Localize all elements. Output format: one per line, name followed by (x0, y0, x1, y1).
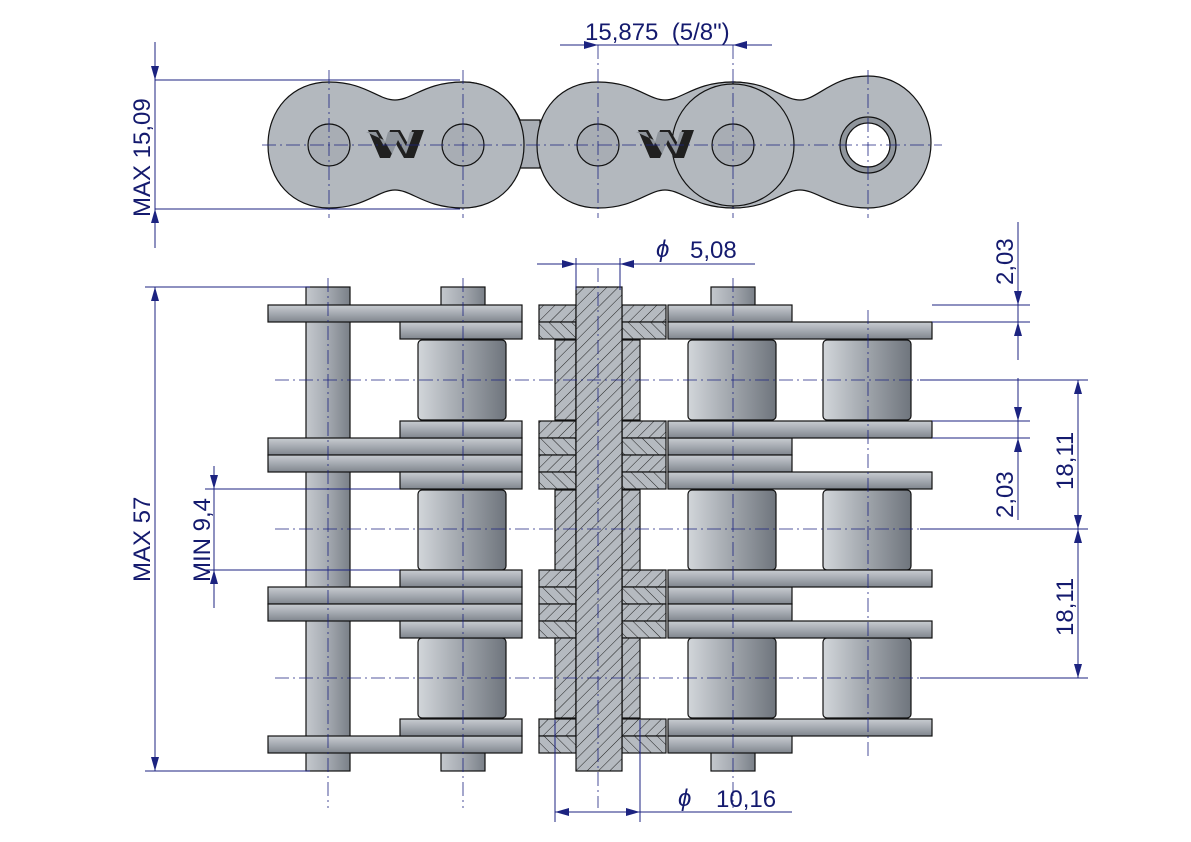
pitch-label: 15,875 (5/8") (585, 19, 730, 46)
roller-diameter-symbol: ϕ (678, 785, 691, 812)
dimension-plate-thickness-mid: 2,03 (932, 378, 1030, 520)
dimension-pitch: 15,875 (5/8") (560, 19, 772, 49)
dimension-pin-diameter: ϕ 5,08 (537, 236, 755, 290)
dimension-max-width: MAX 57 (129, 286, 310, 772)
pin-diameter-symbol: ϕ (656, 236, 669, 263)
pin-diameter-label: 5,08 (690, 237, 737, 264)
min-inner-width-label: MIN 9,4 (189, 498, 216, 582)
dimension-roller-diameter: ϕ 10,16 (554, 720, 792, 822)
center-lines (275, 268, 935, 808)
logo-w-icon (636, 130, 694, 158)
dimension-transverse-pitch: 18,11 18,11 (920, 379, 1088, 679)
logo-w-icon: W (366, 130, 424, 158)
side-view: W (262, 45, 942, 218)
plate-thickness-top-label: 2,03 (992, 238, 1019, 285)
dimension-plate-thickness-top: 2,03 (932, 222, 1030, 360)
inner-plates-left (399, 321, 523, 737)
dimension-max-height: MAX 15,09 (129, 42, 460, 248)
inner-plates-right (667, 321, 933, 737)
plate-thickness-mid-label: 2,03 (992, 471, 1019, 518)
outer-plates-left (267, 304, 523, 754)
transverse-pitch-label-2: 18,11 (1052, 578, 1079, 636)
max-width-label: MAX 57 (129, 497, 156, 582)
roller-diameter-label: 10,16 (716, 786, 776, 813)
top-view (267, 268, 935, 808)
max-height-label: MAX 15,09 (129, 98, 156, 217)
dimension-min-inner-width: MIN 9,4 (189, 466, 400, 608)
transverse-pitch-label-1: 18,11 (1052, 432, 1079, 490)
